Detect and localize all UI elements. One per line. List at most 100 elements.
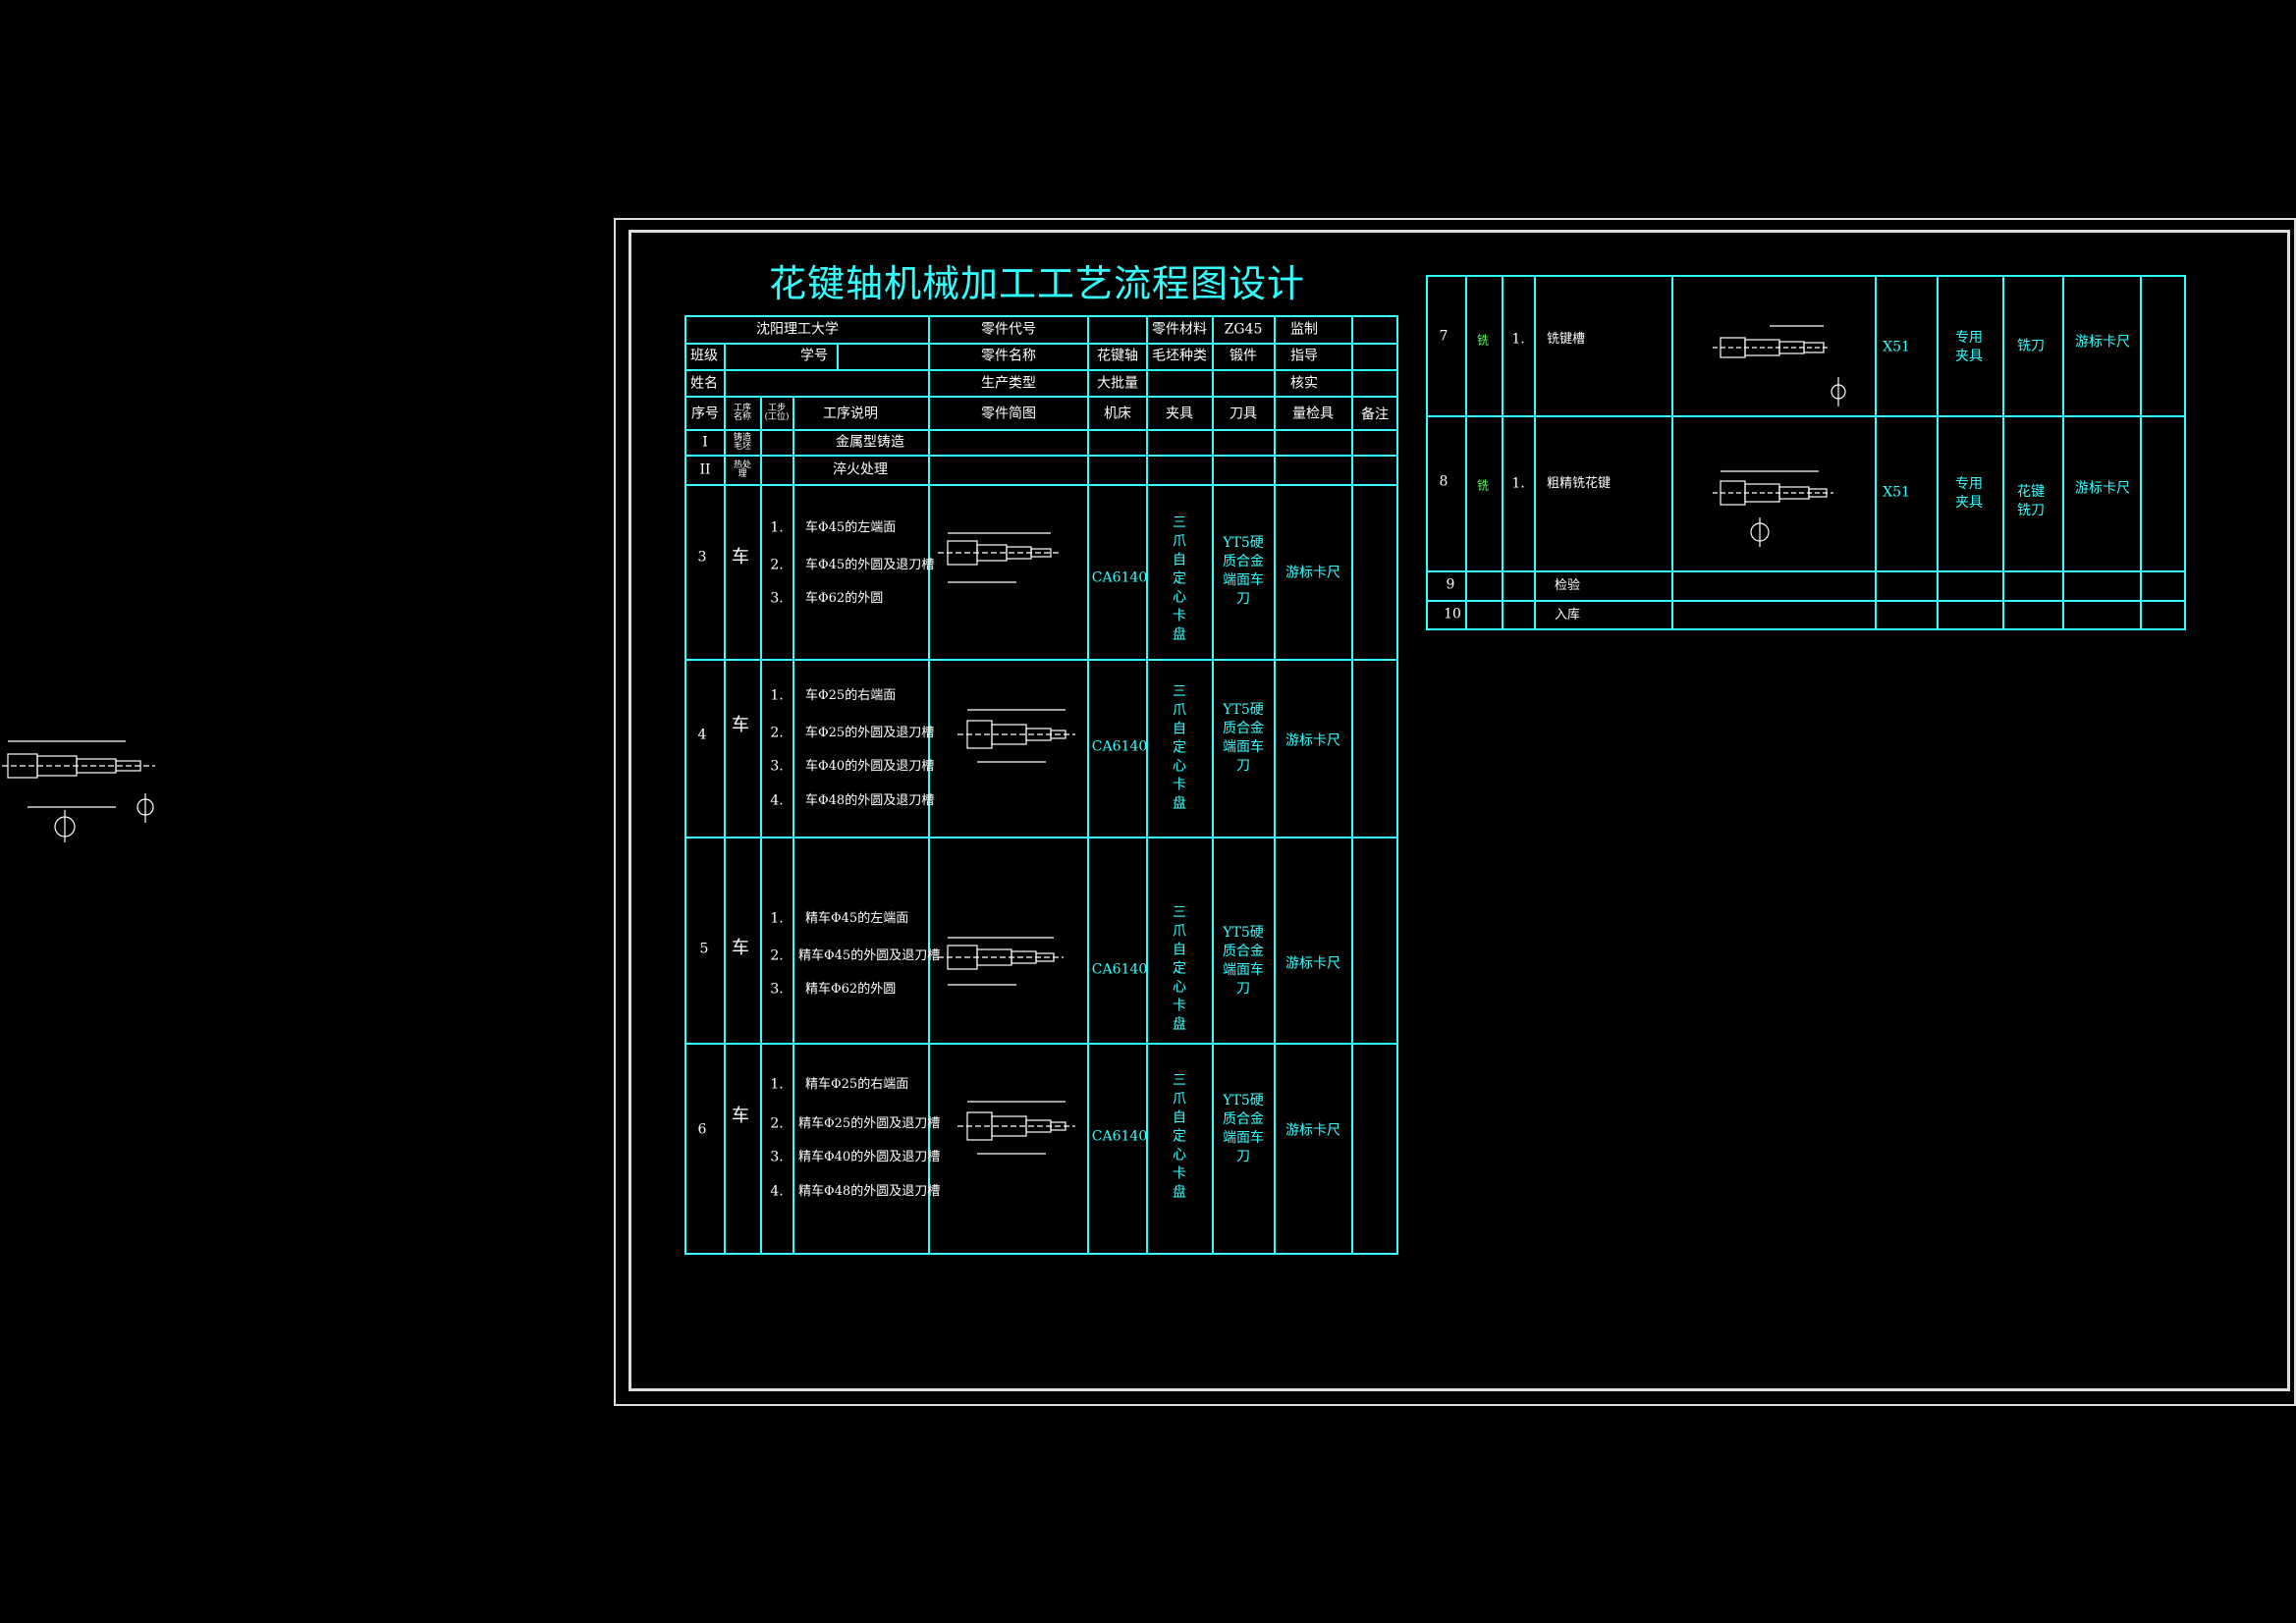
row-6-name: 车 — [732, 1106, 749, 1127]
row-4-tool: YT5硬质合金端面车刀 — [1223, 702, 1264, 774]
row-3-desc-2: 车Φ45的外圆及退刀槽 — [805, 557, 935, 572]
row-5-gauge: 游标卡尺 — [1285, 955, 1340, 972]
row-4-desc-1: 车Φ25的右端面 — [805, 687, 897, 703]
row-6-step-4: 4. — [770, 1183, 784, 1200]
pre-row-1-seq: I — [702, 434, 708, 451]
row-6-desc-1: 精车Φ25的右端面 — [805, 1076, 909, 1092]
row-8-desc: 粗精铣花键 — [1547, 475, 1612, 491]
row-6-gauge: 游标卡尺 — [1285, 1122, 1340, 1139]
row-8-tool: 花键铣刀 — [2017, 484, 2045, 518]
row-3-machine: CA6140 — [1091, 569, 1148, 586]
row-4-gauge: 游标卡尺 — [1285, 732, 1340, 749]
school-name: 沈阳理工大学 — [756, 321, 839, 338]
row-3-name: 车 — [732, 547, 749, 568]
col-step: 工步(工位) — [764, 404, 790, 422]
row-3-gauge: 游标卡尺 — [1285, 565, 1340, 581]
row-5-machine: CA6140 — [1091, 961, 1148, 978]
row-6-seq: 6 — [697, 1121, 707, 1138]
guide-label: 指导 — [1290, 348, 1318, 364]
row-4-step-4: 4. — [770, 792, 784, 809]
row-3-desc-3: 车Φ62的外圆 — [805, 590, 884, 606]
blank-type-value: 锻件 — [1230, 348, 1257, 364]
row-3-step-2: 2. — [770, 557, 784, 573]
part-code-label: 零件代号 — [981, 321, 1036, 338]
row-4-desc-4: 车Φ48的外圆及退刀槽 — [805, 792, 935, 808]
col-fixture: 夹具 — [1166, 406, 1193, 422]
material-value: ZG45 — [1224, 321, 1263, 338]
outer-drawing-frame — [614, 218, 2296, 1406]
row-7-desc: 铣键槽 — [1547, 331, 1586, 347]
pre-row-1-name: 铸造毛坯 — [733, 433, 751, 452]
row-6-step-2: 2. — [770, 1115, 784, 1132]
row-6-tool: YT5硬质合金端面车刀 — [1223, 1093, 1264, 1164]
row-8-gauge: 游标卡尺 — [2075, 480, 2130, 497]
col-proc-name: 工序名称 — [733, 404, 751, 422]
col-seq: 序号 — [691, 406, 719, 422]
row-5-name: 车 — [732, 938, 749, 959]
row-8-seq: 8 — [1439, 473, 1449, 490]
col-machine: 机床 — [1104, 406, 1131, 422]
row-3-step-1: 1. — [770, 519, 784, 536]
row-7-step: 1. — [1511, 331, 1525, 348]
name-label: 姓名 — [690, 375, 718, 392]
row-6-fixture: 三爪自定心卡盘 — [1173, 1072, 1186, 1201]
row-4-name: 车 — [732, 715, 749, 736]
material-label: 零件材料 — [1152, 321, 1207, 338]
row-7-tool: 铣刀 — [2017, 338, 2045, 354]
inner-drawing-frame — [629, 230, 2290, 1391]
student-no-label: 学号 — [800, 348, 828, 364]
part-name-label: 零件名称 — [981, 348, 1036, 364]
row-5-desc-3: 精车Φ62的外圆 — [805, 981, 897, 997]
col-desc: 工序说明 — [823, 406, 878, 422]
class-label: 班级 — [690, 348, 718, 364]
row-5-seq: 5 — [699, 941, 709, 957]
row-7-machine: X51 — [1883, 339, 1910, 355]
row-3-seq: 3 — [697, 549, 707, 566]
row-6-step-1: 1. — [770, 1076, 784, 1093]
row-5-step-1: 1. — [770, 910, 784, 927]
col-remark: 备注 — [1361, 406, 1389, 423]
col-tool: 刀具 — [1230, 406, 1257, 422]
row-8-step: 1. — [1511, 475, 1525, 492]
row-10-seq: 10 — [1444, 606, 1461, 622]
prod-type-value: 大批量 — [1097, 375, 1138, 392]
pre-row-1-desc: 金属型铸造 — [836, 434, 904, 451]
row-4-step-2: 2. — [770, 725, 784, 741]
row-3-tool: YT5硬质合金端面车刀 — [1223, 535, 1264, 607]
col-gauge: 量检具 — [1292, 406, 1334, 422]
row-9-desc: 检验 — [1555, 577, 1581, 593]
col-sketch: 零件简图 — [981, 406, 1036, 422]
row-6-step-3: 3. — [770, 1149, 784, 1165]
pre-row-2-desc: 淬火处理 — [833, 461, 888, 478]
row-8-machine: X51 — [1883, 484, 1910, 501]
row-3-desc-1: 车Φ45的左端面 — [805, 519, 897, 535]
row-6-desc-4: 精车Φ48的外圆及退刀槽 — [798, 1183, 941, 1199]
row-6-desc-3: 精车Φ40的外圆及退刀槽 — [798, 1149, 941, 1164]
part-sketches — [2, 325, 1846, 1155]
row-4-step-3: 3. — [770, 758, 784, 775]
row-8-fixture: 专用夹具 — [1955, 476, 1983, 511]
row-4-step-1: 1. — [770, 687, 784, 704]
prod-type-label: 生产类型 — [981, 375, 1036, 392]
row-6-desc-2: 精车Φ25的外圆及退刀槽 — [798, 1115, 941, 1131]
pre-row-2-name: 热处理 — [733, 460, 751, 479]
row-8-name: 铣 — [1476, 478, 1490, 493]
row-4-fixture: 三爪自定心卡盘 — [1173, 683, 1186, 812]
drawing-title: 花键轴机械加工工艺流程图设计 — [769, 262, 1306, 305]
supervise-label: 监制 — [1290, 321, 1318, 338]
row-5-step-2: 2. — [770, 947, 784, 964]
row-4-desc-3: 车Φ40的外圆及退刀槽 — [805, 758, 935, 774]
row-5-desc-1: 精车Φ45的左端面 — [805, 910, 909, 926]
row-3-fixture: 三爪自定心卡盘 — [1173, 514, 1186, 643]
row-5-fixture: 三爪自定心卡盘 — [1173, 904, 1186, 1033]
row-7-gauge: 游标卡尺 — [2075, 334, 2130, 351]
row-7-fixture: 专用夹具 — [1955, 330, 1983, 364]
row-10-desc: 入库 — [1555, 607, 1581, 622]
blank-type-label: 毛坯种类 — [1152, 348, 1207, 364]
row-7-name: 铣 — [1476, 333, 1490, 348]
row-4-seq: 4 — [697, 727, 707, 743]
row-4-desc-2: 车Φ25的外圆及退刀槽 — [805, 725, 935, 740]
row-6-machine: CA6140 — [1091, 1128, 1148, 1145]
row-5-desc-2: 精车Φ45的外圆及退刀槽 — [798, 947, 941, 963]
